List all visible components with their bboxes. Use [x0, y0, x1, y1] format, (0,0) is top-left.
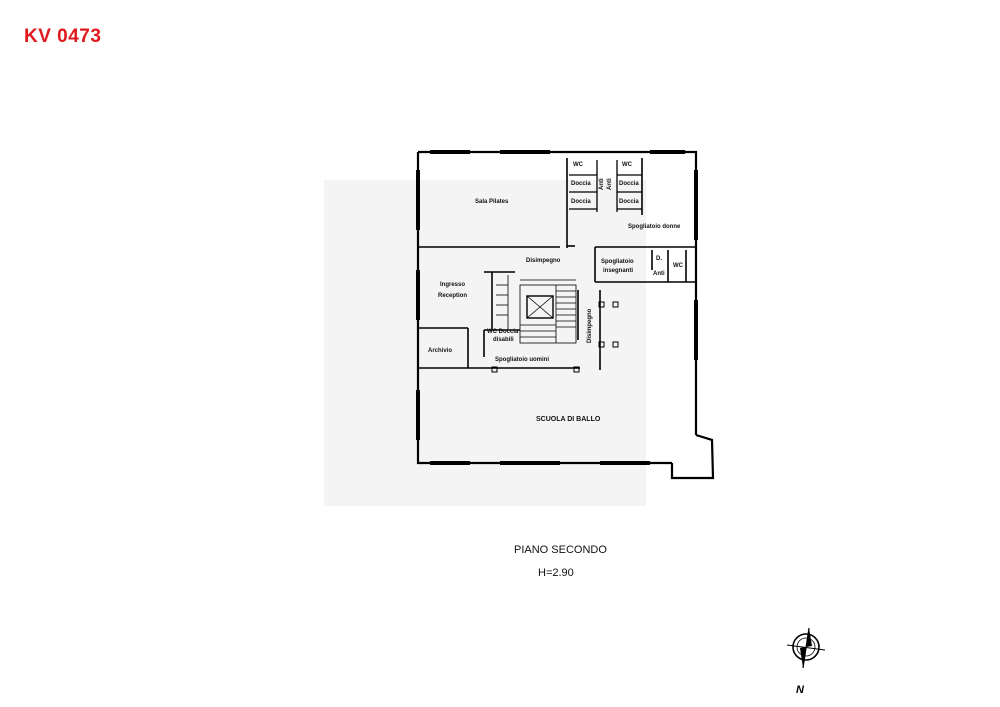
label-spogliatoio-insegnanti-line2: insegnanti: [603, 268, 633, 274]
room-labels: Sala Pilates WC WC Doccia Doccia Doccia …: [428, 162, 684, 423]
label-ingresso-line2: Reception: [438, 293, 467, 299]
label-doccia-1: Doccia: [571, 181, 591, 187]
label-anti-1: Anti: [599, 178, 605, 190]
label-wc-doccia-line2: disabili: [493, 337, 514, 343]
north-arrow-icon: [786, 627, 826, 669]
label-sala-pilates: Sala Pilates: [475, 199, 509, 205]
label-wc-2: WC: [622, 162, 633, 168]
north-label: N: [796, 684, 805, 696]
pillars: [491, 301, 619, 373]
label-d: D.: [656, 256, 662, 262]
label-wc-1: WC: [573, 162, 584, 168]
staircase: [496, 275, 577, 344]
label-disimpegno-1: Disimpegno: [526, 258, 561, 264]
floor-title: PIANO SECONDO: [514, 544, 607, 556]
label-anti-2: Anti: [607, 178, 613, 190]
listing-code: KV 0473: [24, 26, 102, 47]
floor-height: H=2.90: [538, 567, 574, 579]
label-anti-3: Anti: [653, 271, 665, 277]
cubicle-walls: [569, 160, 642, 212]
label-doccia-3: Doccia: [619, 181, 639, 187]
interior-walls: [418, 158, 696, 370]
label-spogliatoio-donne: Spogliatoio donne: [628, 224, 681, 230]
label-doccia-2: Doccia: [571, 199, 591, 205]
label-disimpegno-2: Disimpegno: [587, 308, 593, 343]
label-wc-doccia-line1: WC Doccia: [487, 329, 519, 335]
label-spogliatoio-uomini: Spogliatoio uomini: [495, 357, 549, 363]
label-doccia-4: Doccia: [619, 199, 639, 205]
label-spogliatoio-insegnanti-line1: Spogliatoio: [601, 259, 634, 265]
label-ingresso-line1: Ingresso: [440, 282, 465, 288]
label-archivio: Archivio: [428, 348, 452, 354]
label-scuola-di-ballo: SCUOLA DI BALLO: [536, 416, 601, 423]
label-wc-3: WC: [673, 263, 684, 269]
watermark-area: [324, 180, 646, 506]
window-marks: [416, 150, 698, 465]
